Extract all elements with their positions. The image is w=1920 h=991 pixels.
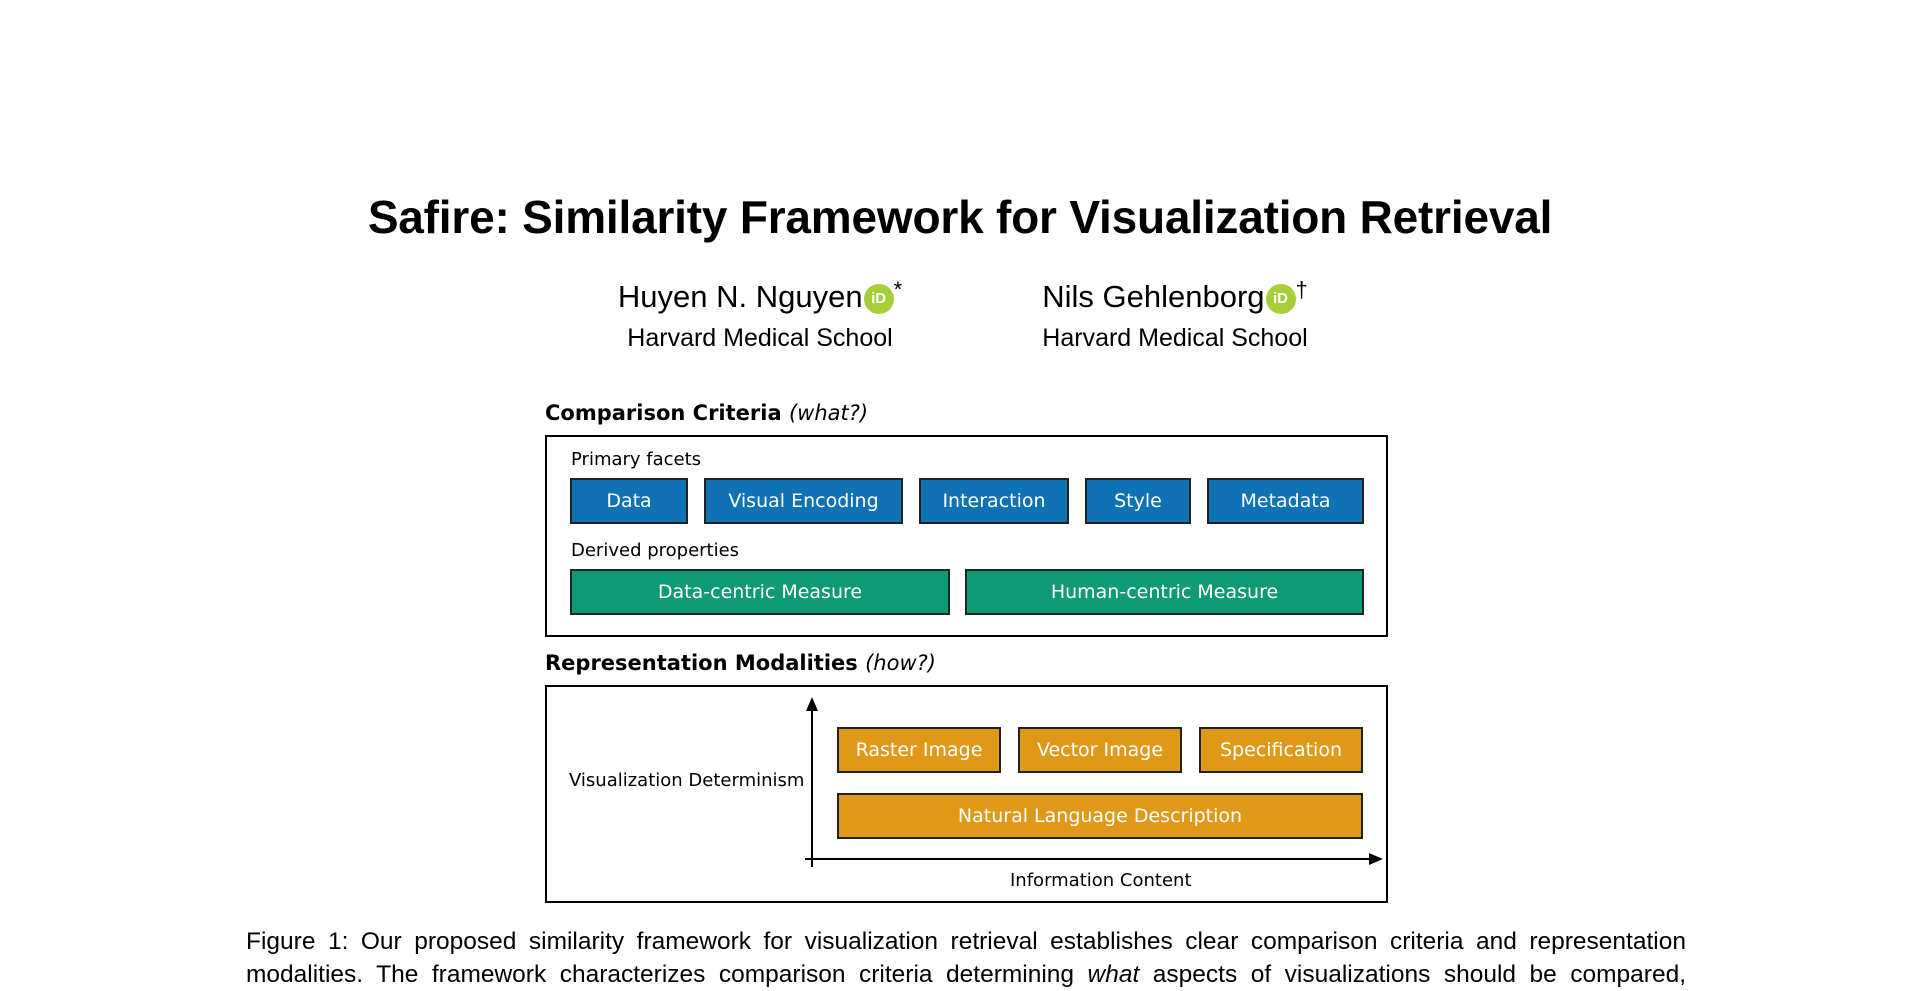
author-mark: * <box>893 277 903 302</box>
facet-data: Data <box>570 478 688 524</box>
modality-natural-language: Natural Language Description <box>837 793 1363 839</box>
modalities-panel: Visualization Determinism Raster Image V… <box>545 685 1388 903</box>
y-axis-arrowhead <box>806 697 818 711</box>
orcid-icon[interactable]: iD <box>863 284 894 314</box>
modality-vector-image: Vector Image <box>1018 727 1182 773</box>
author-affiliation: Harvard Medical School <box>627 324 893 352</box>
facet-style: Style <box>1085 478 1191 524</box>
modality-raster-image: Raster Image <box>837 727 1001 773</box>
modalities-title: Representation Modalities (how?) <box>545 651 936 675</box>
orcid-icon[interactable]: iD <box>1265 284 1296 314</box>
primary-facets-label: Primary facets <box>571 449 702 470</box>
y-axis-label: Visualization Determinism <box>569 770 805 791</box>
facet-visual-encoding: Visual Encoding <box>704 478 903 524</box>
x-axis-arrowhead <box>1369 853 1383 865</box>
author-name: Huyen N. Nguyen <box>617 279 863 314</box>
facet-metadata: Metadata <box>1207 478 1364 524</box>
criteria-hint: (what?) <box>788 401 869 425</box>
figure-caption: Figure 1: Our proposed similarity framew… <box>246 928 1687 988</box>
author-affiliation: Harvard Medical School <box>1042 324 1308 352</box>
derived-properties-label: Derived properties <box>571 540 740 561</box>
author-mark: † <box>1295 277 1308 302</box>
facet-interaction: Interaction <box>919 478 1069 524</box>
x-axis-label: Information Content <box>1010 870 1192 891</box>
author-name: Nils Gehlenborg <box>1042 279 1265 314</box>
derived-human-centric: Human-centric Measure <box>965 569 1364 615</box>
modalities-hint: (how?) <box>865 651 936 675</box>
axes <box>805 697 1383 867</box>
criteria-panel: Primary facets Data Visual Encoding Inte… <box>545 435 1388 637</box>
paper-title: Safire: Similarity Framework for Visuali… <box>367 191 1553 243</box>
modality-specification: Specification <box>1199 727 1363 773</box>
criteria-title: Comparison Criteria (what?) <box>545 401 869 425</box>
derived-data-centric: Data-centric Measure <box>570 569 950 615</box>
